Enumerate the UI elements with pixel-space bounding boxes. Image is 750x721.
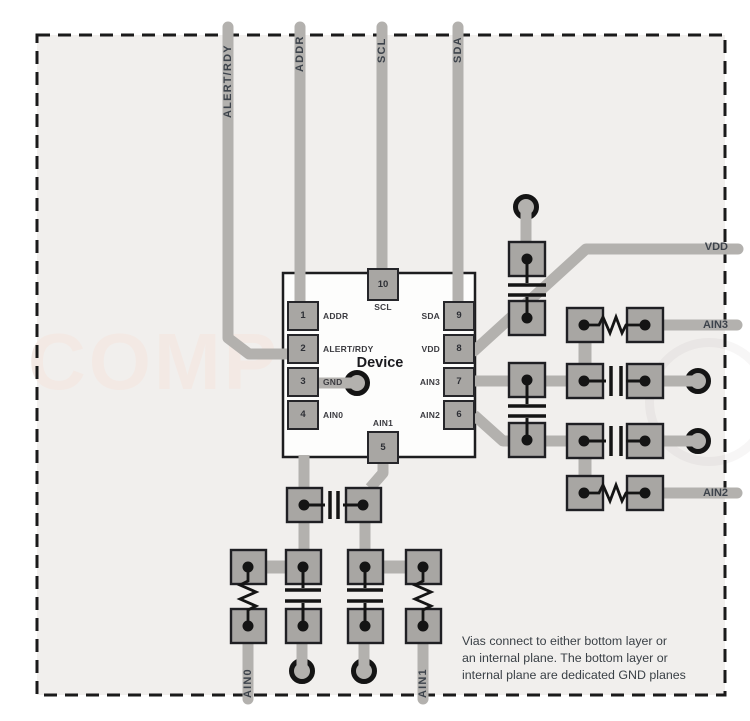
pin-number-6: 6: [456, 409, 462, 420]
figure-caption: Vias connect to either bottom layer or a…: [462, 633, 686, 684]
net-label-scl: SCL: [376, 37, 388, 63]
caption-line-3: internal plane are dedicated GND planes: [462, 668, 686, 682]
net-label-addr: ADDR: [294, 35, 306, 72]
res-ain0: [236, 567, 260, 626]
component-symbols: [236, 259, 645, 626]
pin-number-7: 7: [456, 376, 462, 387]
net-label-sda: SDA: [452, 36, 464, 63]
pad-pin1: [287, 301, 319, 331]
pad-pin5: [367, 431, 399, 464]
pin-name-ain1: AIN1: [372, 418, 394, 428]
pin-name-addr: ADDR: [323, 311, 349, 321]
pad-pin3: [287, 367, 319, 397]
pin-number-10: 10: [377, 279, 389, 290]
pin-number-4: 4: [300, 409, 306, 420]
pin-number-3: 3: [300, 376, 306, 387]
pad-pin10: [367, 268, 399, 301]
caption-line-1: Vias connect to either bottom layer or: [462, 634, 668, 648]
pin-name-vdd: VDD: [421, 344, 440, 354]
net-label-vdd: VDD: [704, 241, 728, 253]
pin-number-9: 9: [456, 310, 462, 321]
pin-number-1: 1: [300, 310, 306, 321]
net-label-ain3: AIN3: [702, 319, 728, 331]
pin-number-2: 2: [300, 343, 306, 354]
chip-pads: [287, 268, 475, 464]
caption-line-2: an internal plane. The bottom layer or: [462, 651, 668, 665]
device-name: Device: [356, 355, 404, 371]
pad-pin8: [443, 334, 475, 364]
pad-pin4: [287, 400, 319, 430]
pin-name-alert-rdy: ALERT/RDY: [323, 344, 374, 354]
pin-name-scl: SCL: [374, 302, 392, 312]
pad-pin2: [287, 334, 319, 364]
pin-name-ain0: AIN0: [323, 410, 344, 420]
res-ain1: [411, 567, 435, 626]
pin-name-ain3: AIN3: [419, 377, 440, 387]
pin-number-8: 8: [456, 343, 462, 354]
pad-dots: [242, 253, 651, 632]
pin-name-gnd: GND: [323, 377, 343, 387]
pad-pin9: [443, 301, 475, 331]
res-ain3: [584, 313, 645, 337]
watermark-ring: [645, 338, 750, 466]
res-ain2: [584, 481, 645, 505]
net-label-ain1: AIN1: [417, 668, 429, 698]
watermark-text: COMP: [28, 317, 280, 406]
net-label-ain2: AIN2: [702, 487, 728, 499]
net-label-ain0: AIN0: [242, 668, 254, 698]
pad-pin7: [443, 367, 475, 397]
net-label-alert-rdy: ALERT/RDY: [222, 44, 234, 118]
trace-alert-rdy: [222, 21, 301, 360]
pin-name-ain2: AIN2: [419, 410, 440, 420]
pin-name-sda: SDA: [421, 311, 440, 321]
pad-pin6: [443, 400, 475, 430]
pin-number-5: 5: [380, 442, 386, 453]
